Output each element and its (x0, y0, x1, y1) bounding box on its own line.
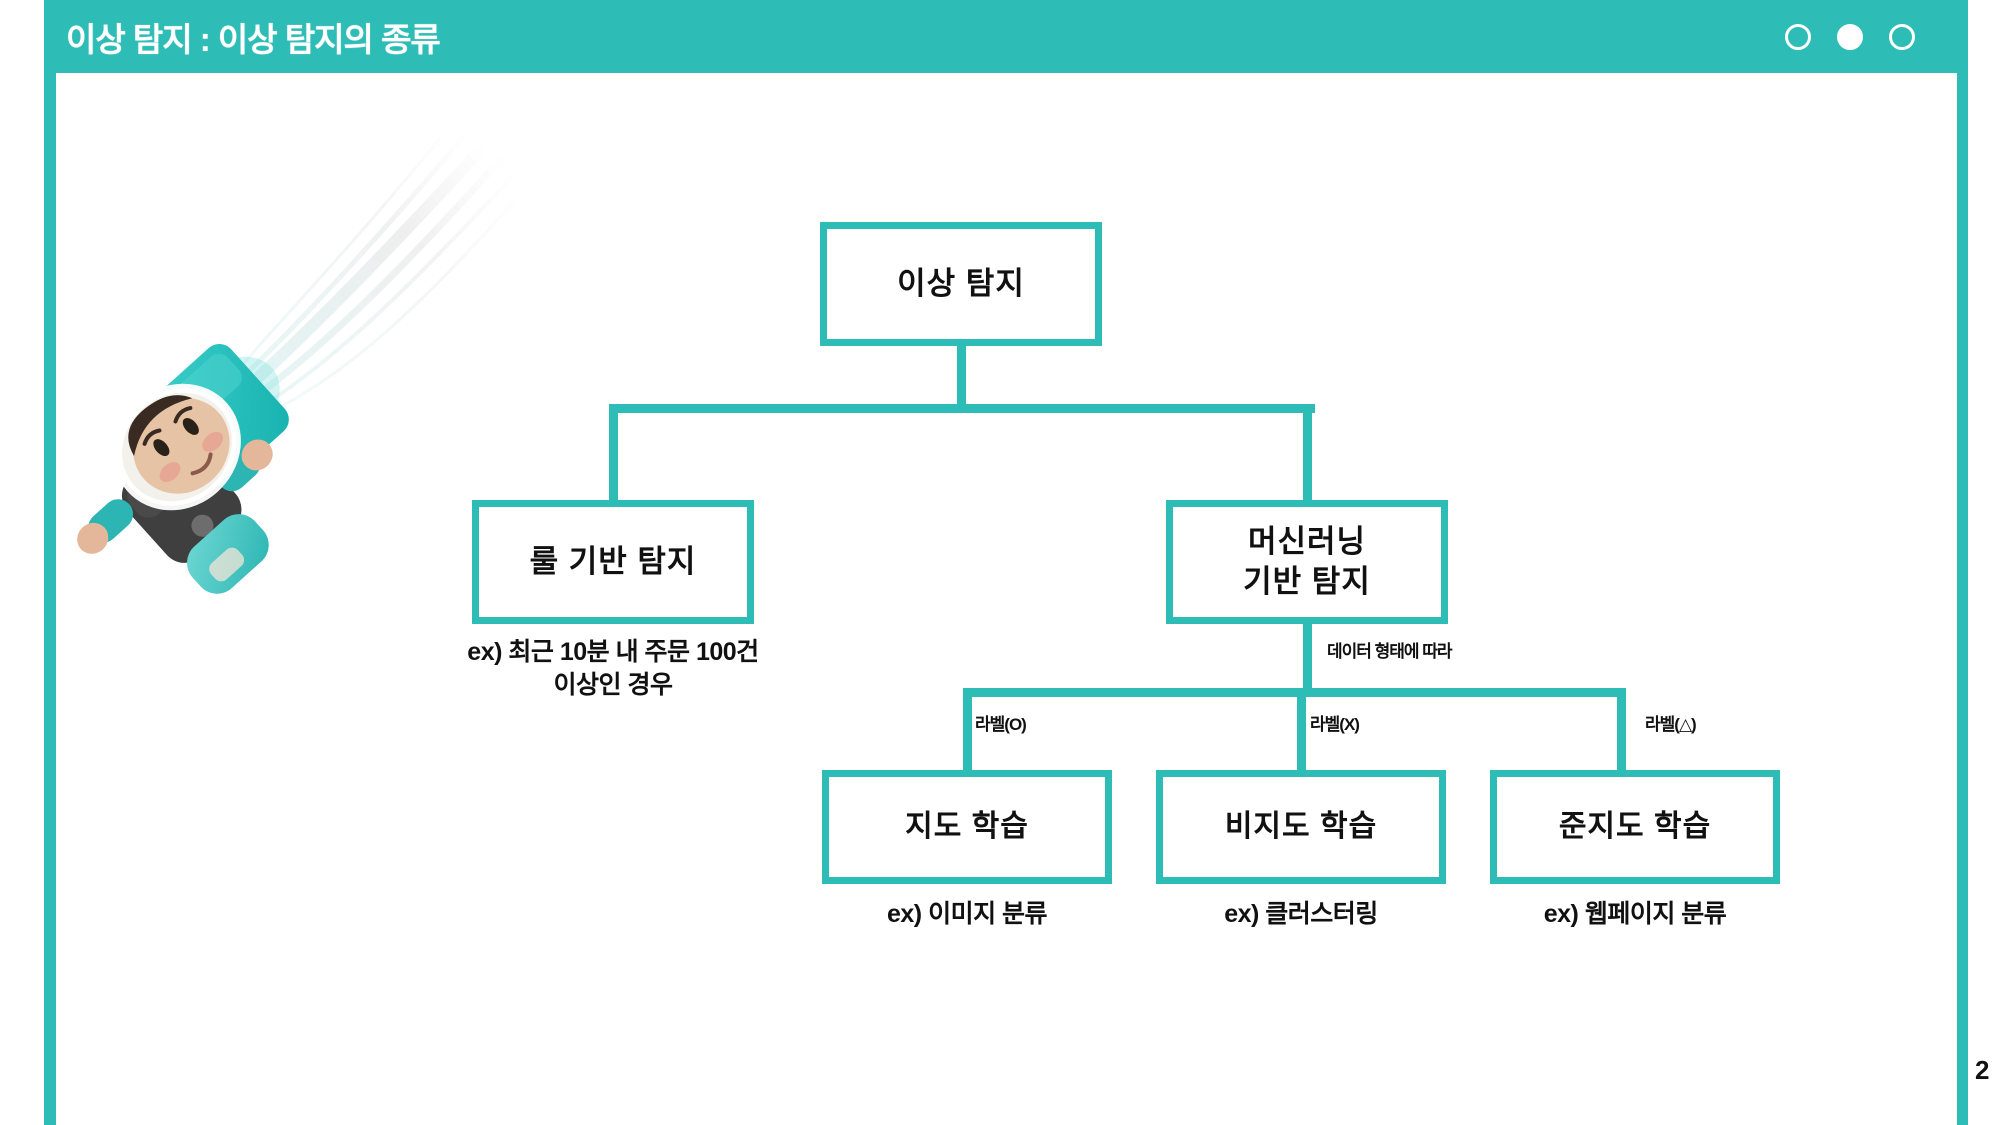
page-indicator (1785, 23, 1915, 50)
page-number: 2 (1975, 1055, 1990, 1085)
node-anomaly-detection[interactable]: 이상 탐지 (820, 222, 1102, 346)
edge-label-label-partial: 라벨(△) (1645, 715, 1697, 734)
connector-to-ml (1303, 404, 1312, 504)
caption-semi-supervised: ex) 웹페이지 분류 (1543, 900, 1727, 928)
connector-to-unsup (1297, 688, 1306, 774)
connector-level2-bus (963, 688, 1626, 697)
node-ml-based[interactable]: 머신러닝 기반 탐지 (1166, 500, 1448, 624)
node-ml-label: 머신러닝 기반 탐지 (1243, 524, 1371, 599)
edge-label-by-data-form: 데이터 형태에 따라 (1327, 642, 1453, 661)
page-dot-1[interactable] (1785, 23, 1811, 50)
caption-rule-based: ex) 최근 10분 내 주문 100건 이상인 경우 (467, 638, 759, 699)
connector-to-rule (609, 404, 618, 504)
connector-level1-bus (609, 404, 1315, 413)
page-title: 이상 탐지 : 이상 탐지의 종류 (66, 20, 441, 58)
caption-supervised: ex) 이미지 분류 (886, 900, 1048, 928)
node-rule-based[interactable]: 룰 기반 탐지 (472, 500, 754, 624)
node-supervised[interactable]: 지도 학습 (822, 770, 1112, 884)
left-accent-bar (44, 73, 56, 1125)
page-dot-2[interactable] (1837, 23, 1863, 50)
slide-header: 이상 탐지 : 이상 탐지의 종류 (44, 0, 1957, 73)
right-accent-bar (1957, 0, 1968, 1125)
connector-to-sup (963, 688, 972, 774)
connector-ml-down (1303, 624, 1312, 694)
edge-label-label-yes: 라벨(O) (975, 715, 1027, 734)
node-semi-supervised[interactable]: 준지도 학습 (1490, 770, 1780, 884)
connector-root-down (957, 346, 966, 408)
page-dot-3[interactable] (1889, 23, 1915, 50)
node-unsupervised[interactable]: 비지도 학습 (1156, 770, 1446, 884)
caption-unsupervised: ex) 클러스터링 (1224, 900, 1378, 928)
connector-to-semi (1617, 688, 1626, 774)
edge-label-label-no: 라벨(X) (1310, 715, 1360, 734)
